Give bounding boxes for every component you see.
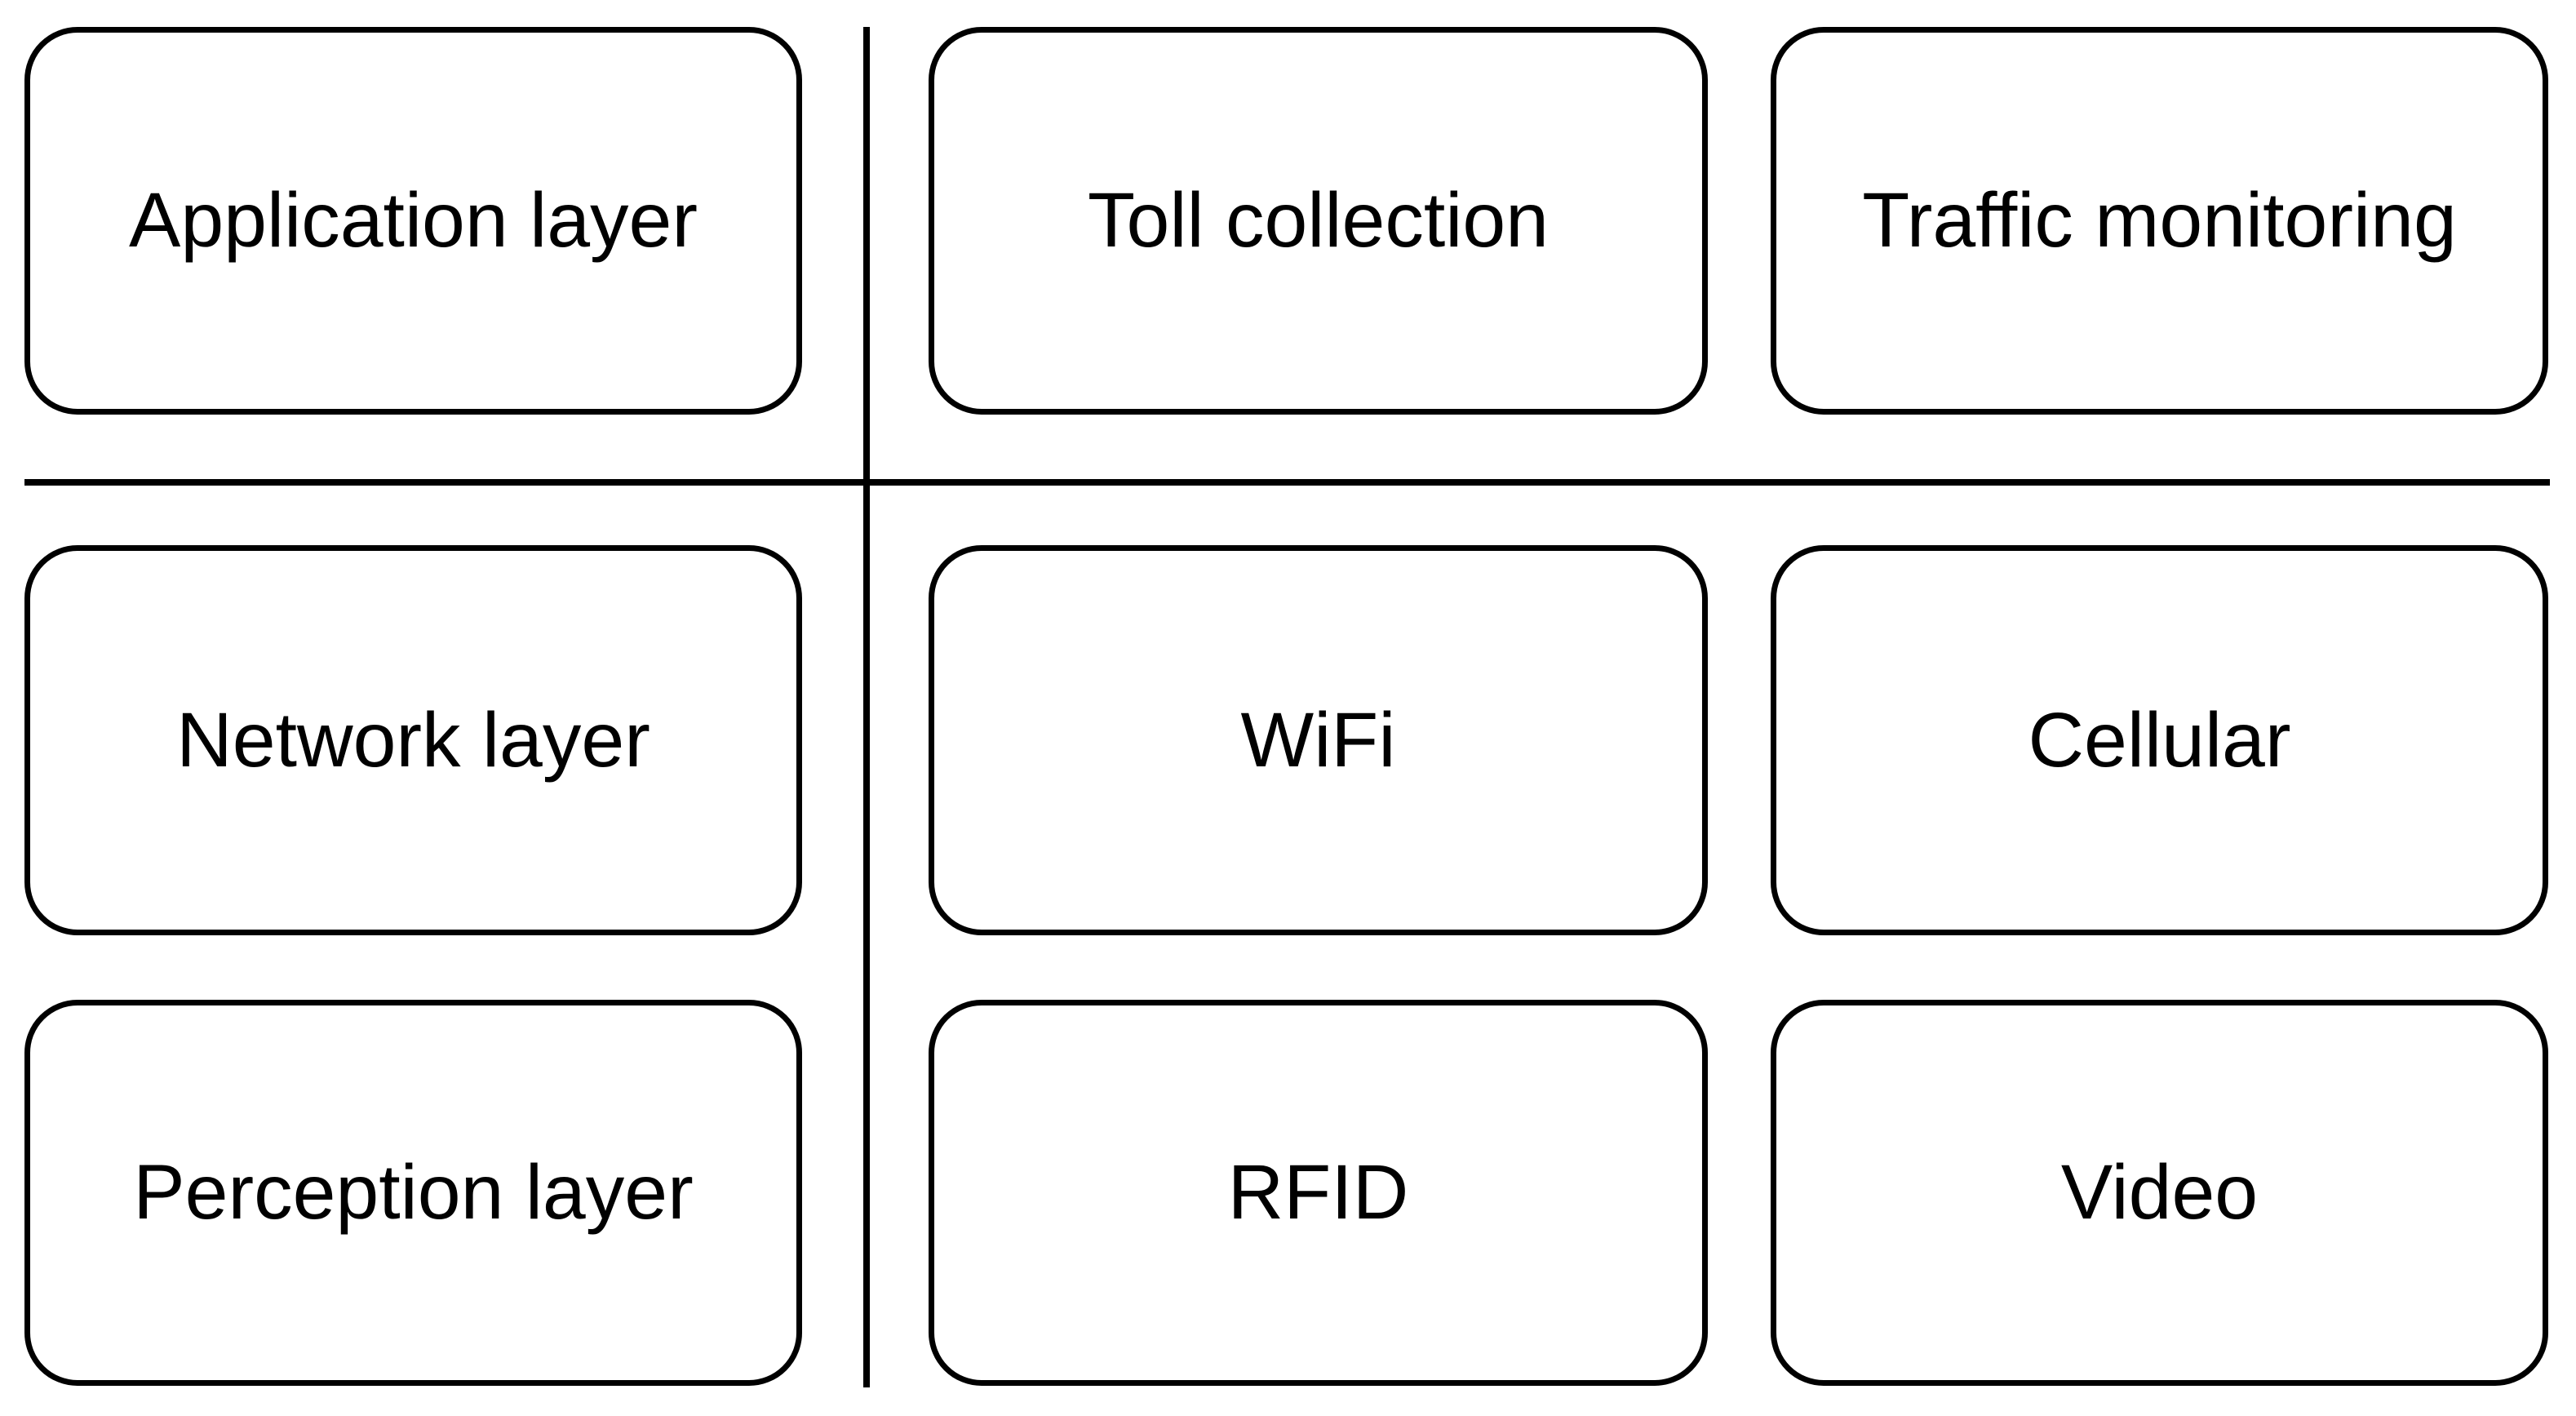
box-label-toll-collection: Toll collection bbox=[1088, 177, 1549, 264]
box-traffic-monitoring: Traffic monitoring bbox=[1771, 27, 2548, 415]
column-divider-line bbox=[863, 27, 870, 1387]
box-label-perception-layer: Perception layer bbox=[133, 1149, 694, 1236]
box-wifi: WiFi bbox=[929, 545, 1708, 935]
box-label-application-layer: Application layer bbox=[128, 177, 698, 264]
box-label-traffic-monitoring: Traffic monitoring bbox=[1862, 177, 2457, 264]
box-application-layer: Application layer bbox=[24, 27, 802, 415]
box-label-network-layer: Network layer bbox=[176, 696, 650, 783]
box-cellular: Cellular bbox=[1771, 545, 2548, 935]
box-video: Video bbox=[1771, 1000, 2548, 1386]
box-label-rfid: RFID bbox=[1227, 1149, 1409, 1236]
box-toll-collection: Toll collection bbox=[929, 27, 1708, 415]
box-rfid: RFID bbox=[929, 1000, 1708, 1386]
box-label-wifi: WiFi bbox=[1240, 696, 1396, 783]
row-divider-line bbox=[24, 479, 2550, 486]
box-perception-layer: Perception layer bbox=[24, 1000, 802, 1386]
box-label-video: Video bbox=[2060, 1149, 2259, 1236]
box-network-layer: Network layer bbox=[24, 545, 802, 935]
box-label-cellular: Cellular bbox=[2028, 696, 2291, 783]
